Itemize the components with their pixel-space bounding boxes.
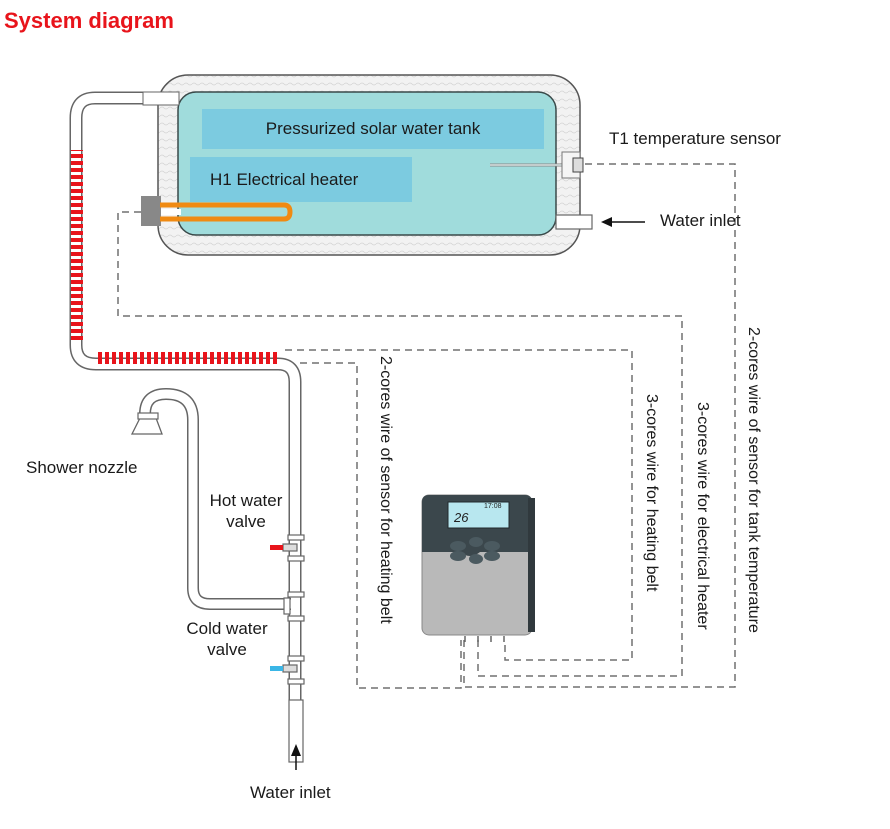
outlet-fitting (142, 91, 180, 106)
wire-label-belt-sensor: 2-cores wire of sensor for heating belt (377, 356, 394, 624)
wire-label-electrical-heater: 3-cores wire for electrical heater (694, 402, 711, 630)
wire-tank-sensor (463, 163, 736, 688)
heating-belt-horizontal (96, 352, 278, 364)
wire-heating-belt (285, 349, 633, 661)
cold-water-valve-label-line2: valve (207, 640, 247, 659)
hot-water-valve (270, 534, 305, 562)
controller-time: 17:08 (484, 503, 502, 510)
heating-belt-vertical (71, 150, 83, 342)
t1-sensor-label: T1 temperature sensor (609, 129, 781, 148)
wire-belt-sensor (300, 362, 462, 689)
controller-temp: 26 (454, 510, 469, 525)
bottom-water-inlet-label: Water inlet (250, 783, 331, 802)
diagram-title: System diagram (4, 8, 174, 33)
tank-name-text: Pressurized solar water tank (265, 119, 481, 138)
heater-element (160, 202, 293, 222)
heater-label: H1 Electrical heater (190, 157, 412, 202)
hot-water-valve-label-line1: Hot water (209, 491, 283, 510)
wire-electrical-heater (117, 211, 683, 677)
tank-water-inlet-label: Water inlet (660, 211, 741, 230)
cold-water-valve-label-line1: Cold water (186, 619, 268, 638)
controller (421, 494, 535, 642)
heater-flange (141, 196, 161, 226)
shower-nozzle-icon (130, 417, 163, 435)
cold-water-valve (270, 655, 305, 685)
cold-water-valve-label: Cold water valve (174, 618, 280, 660)
wire-label-tank-sensor: 2-cores wire of sensor for tank temperat… (745, 327, 762, 633)
shower-nozzle-label: Shower nozzle (26, 458, 138, 477)
tank-name-label: Pressurized solar water tank (202, 109, 544, 149)
controller-display (447, 501, 510, 529)
heater-label-text: H1 Electrical heater (210, 169, 359, 189)
tee-fitting (283, 591, 305, 622)
hot-water-valve-label: Hot water valve (199, 490, 293, 532)
wire-label-heating-belt: 3-cores wire for heating belt (643, 394, 660, 592)
hot-water-valve-label-line2: valve (226, 512, 266, 531)
tank-inlet-fitting (555, 214, 593, 230)
